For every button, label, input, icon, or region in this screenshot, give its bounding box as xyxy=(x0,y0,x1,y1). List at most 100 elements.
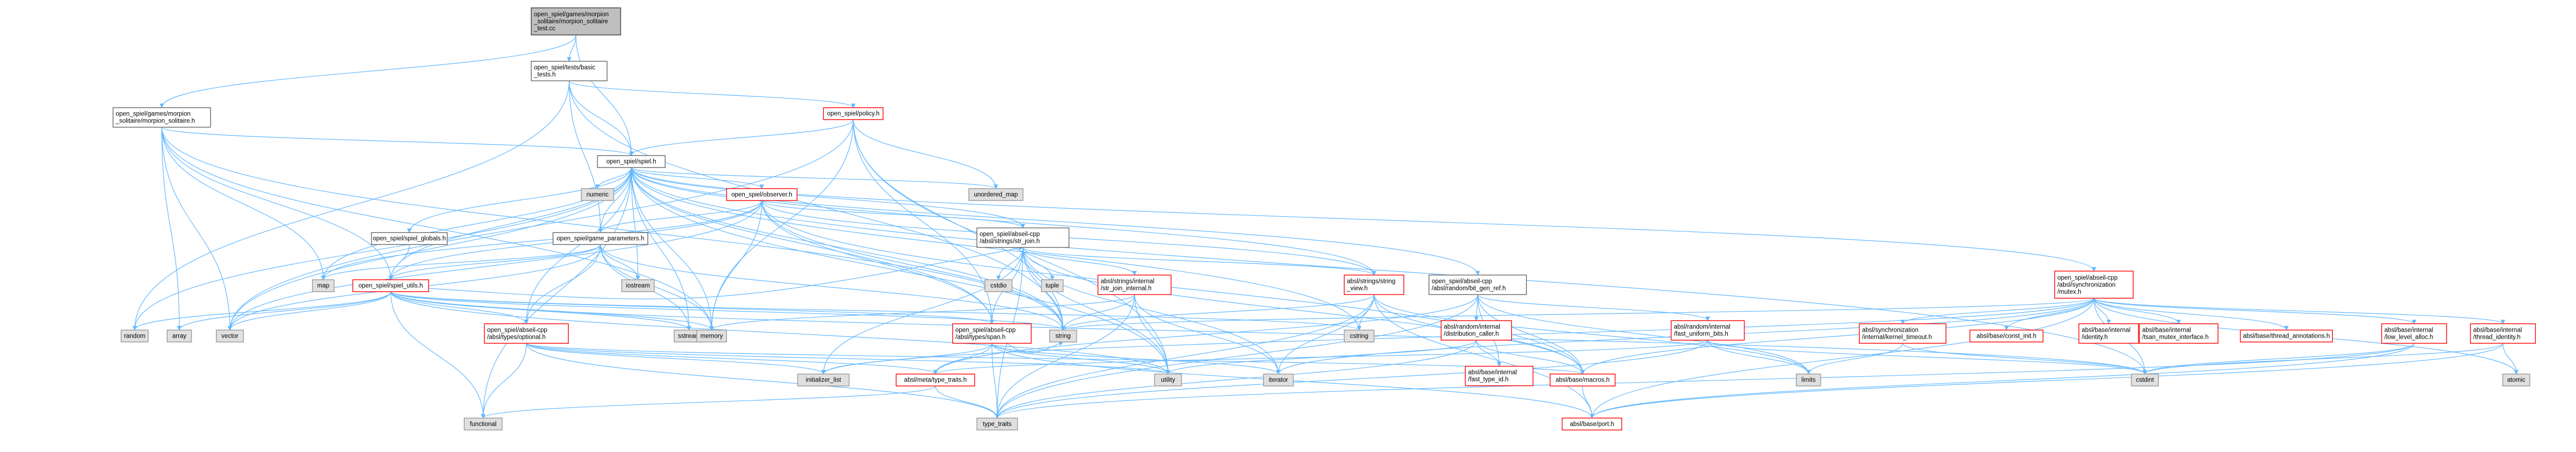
node-label-line: absl/base/internal xyxy=(2081,327,2130,333)
node-morpion-h[interactable]: open_spiel/games/morpion_solitaire/morpi… xyxy=(112,107,211,128)
node-string-view[interactable]: absl/strings/string_view.h xyxy=(1344,274,1404,295)
node-root[interactable]: open_spiel/games/morpion_solitaire/morpi… xyxy=(531,7,621,36)
node-tsan-mutex-interface[interactable]: absl/base/internal/tsan_mutex_interface.… xyxy=(2139,323,2219,344)
node-box xyxy=(531,61,608,81)
node-macros[interactable]: absl/base/macros.h xyxy=(1550,373,1616,386)
node-label-line: absl/base/internal xyxy=(2384,327,2433,333)
edge-spiel-to-string xyxy=(630,167,1065,331)
node-fast-uniform-bits[interactable]: absl/random/internal/fast_uniform_bits.h xyxy=(1670,320,1745,341)
edge-spiel-to-spiel_globals xyxy=(407,167,632,234)
edge-spiel_utils-to-array xyxy=(177,292,391,331)
node-label-line: absl/base/internal xyxy=(2473,327,2522,333)
node-port[interactable]: absl/base/port.h xyxy=(1562,417,1622,431)
node-label-line: /identity.h xyxy=(2081,334,2107,340)
node-label-line: /low_level_alloc.h xyxy=(2384,334,2433,340)
node-label-line: open_spiel/policy.h xyxy=(827,111,880,117)
edge-root-to-basic_tests xyxy=(567,35,576,62)
node-label-line: absl/random/internal xyxy=(1674,324,1730,331)
node-meta-type-traits[interactable]: absl/meta/type_traits.h xyxy=(895,373,975,386)
node-box xyxy=(581,188,614,201)
node-low-level-alloc[interactable]: absl/base/internal/low_level_alloc.h xyxy=(2381,323,2447,344)
edge-mutex-to-tsan_mutex_interface xyxy=(2093,298,2181,325)
edge-fast_uniform_bits-to-meta_type_traits xyxy=(933,340,1708,375)
node-span[interactable]: open_spiel/abseil-cpp/absl/types/span.h xyxy=(952,323,1032,344)
node-box xyxy=(216,330,244,343)
node-str-join[interactable]: open_spiel/abseil-cpp/absl/strings/str_j… xyxy=(976,227,1070,248)
node-spiel-globals[interactable]: open_spiel/spiel_globals.h xyxy=(370,232,448,245)
node-label-line: array xyxy=(172,333,186,340)
edge-root-to-morpion_h xyxy=(159,35,576,108)
node-fast-type-id[interactable]: absl/base/internal/fast_type_id.h xyxy=(1465,366,1534,386)
node-label-line: open_spiel/spiel_globals.h xyxy=(373,236,446,242)
node-label-line: /str_join_internal.h xyxy=(1101,286,1152,292)
edge-span-to-initializer_list xyxy=(821,343,992,375)
node-label-line: _test.cc xyxy=(534,25,556,32)
node-optional[interactable]: open_spiel/abseil-cpp/absl/types/optiona… xyxy=(484,323,569,344)
edge-kernel_timeout-to-cstdint xyxy=(1902,343,2148,375)
node-label-line: sstream xyxy=(678,333,700,340)
node-spiel-utils[interactable]: open_spiel/spiel_utils.h xyxy=(352,279,430,292)
node-box xyxy=(2470,323,2536,344)
edge-string_view-to-limits xyxy=(1374,294,1811,375)
node-label-line: /absl/types/optional.h xyxy=(487,334,545,340)
edge-macros-to-port xyxy=(1582,386,1595,419)
node-box xyxy=(2078,323,2139,344)
node-distribution-caller[interactable]: absl/random/internal/distribution_caller… xyxy=(1440,320,1512,341)
edge-str_join-to-initializer_list xyxy=(821,247,1024,375)
edge-optional-to-utility xyxy=(526,343,1170,375)
node-thread-identity[interactable]: absl/base/internal/thread_identity.h xyxy=(2470,323,2536,344)
node-label-line: open_spiel/games/morpion xyxy=(534,11,609,18)
node-box xyxy=(984,279,1013,292)
node-label-line: _solitaire/morpion_solitaire xyxy=(534,18,608,25)
node-observer[interactable]: open_spiel/observer.h xyxy=(726,188,798,201)
edge-observer-to-game_parameters xyxy=(598,200,763,234)
node-layer: open_spiel/games/morpion_solitaire/morpi… xyxy=(112,7,2536,431)
node-thread-annotations[interactable]: absl/base/thread_annotations.h xyxy=(2240,330,2333,343)
edge-spiel-to-mutex xyxy=(630,167,2096,272)
node-spiel[interactable]: open_spiel/spiel.h xyxy=(597,155,666,168)
edge-spiel_utils-to-string xyxy=(390,291,1065,331)
node-label-line: unordered_map xyxy=(974,192,1018,198)
edge-span-to-type_traits xyxy=(991,343,1000,419)
node-box xyxy=(120,330,149,343)
edge-spiel-to-sstream xyxy=(630,167,692,331)
edge-str_join-to-str_join_internal xyxy=(1022,247,1137,276)
edge-fast_uniform_bits-to-type_traits xyxy=(995,340,1708,419)
node-label-line: absl/base/thread_annotations.h xyxy=(2243,333,2330,340)
edge-meta_type_traits-to-type_traits xyxy=(935,386,1000,419)
edge-basic_tests-to-game_parameters xyxy=(569,81,603,234)
node-box xyxy=(1344,274,1404,295)
node-box xyxy=(1097,274,1172,295)
edge-game_parameters-to-string xyxy=(600,244,1065,331)
node-basic-tests[interactable]: open_spiel/tests/basic_tests.h xyxy=(531,61,608,81)
node-box xyxy=(1428,274,1527,295)
node-vector: vector xyxy=(216,330,244,343)
edge-spiel-to-map xyxy=(321,167,632,281)
edge-game_parameters-to-spiel_utils xyxy=(388,244,601,281)
node-box xyxy=(484,323,569,344)
node-str-join-internal[interactable]: absl/strings/internal/str_join_internal.… xyxy=(1097,274,1172,295)
edge-policy-to-spiel xyxy=(629,119,854,156)
node-utility: utility xyxy=(1154,373,1182,386)
edge-policy-to-span xyxy=(853,119,994,325)
node-box xyxy=(2054,270,2134,299)
node-box xyxy=(552,232,648,245)
node-const-init[interactable]: absl/base/const_init.h xyxy=(1969,330,2044,343)
edge-optional-to-macros xyxy=(526,343,1585,375)
node-label-line: /fast_type_id.h xyxy=(1468,377,1508,383)
node-label-line: cstdio xyxy=(990,283,1006,289)
node-game-parameters[interactable]: open_spiel/game_parameters.h xyxy=(552,232,648,245)
edge-basic_tests-to-string xyxy=(569,81,1065,331)
node-policy[interactable]: open_spiel/policy.h xyxy=(823,107,884,120)
edge-spiel-to-cstdint xyxy=(630,167,2148,375)
node-mutex[interactable]: open_spiel/abseil-cpp/absl/synchronizati… xyxy=(2054,270,2134,299)
node-identity[interactable]: absl/base/internal/identity.h xyxy=(2078,323,2139,344)
node-kernel-timeout[interactable]: absl/synchronization/internal/kernel_tim… xyxy=(1859,323,1947,344)
node-box xyxy=(1670,320,1745,341)
edge-bit_gen_ref-to-fast_uniform_bits xyxy=(1477,294,1710,321)
edge-spiel-to-numeric xyxy=(595,167,632,189)
edge-morpion_h-to-spiel xyxy=(161,127,634,156)
node-bit-gen-ref[interactable]: open_spiel/abseil-cpp/absl/random/bit_ge… xyxy=(1428,274,1527,295)
edge-spiel_utils-to-optional xyxy=(390,292,529,325)
node-box xyxy=(1440,320,1512,341)
